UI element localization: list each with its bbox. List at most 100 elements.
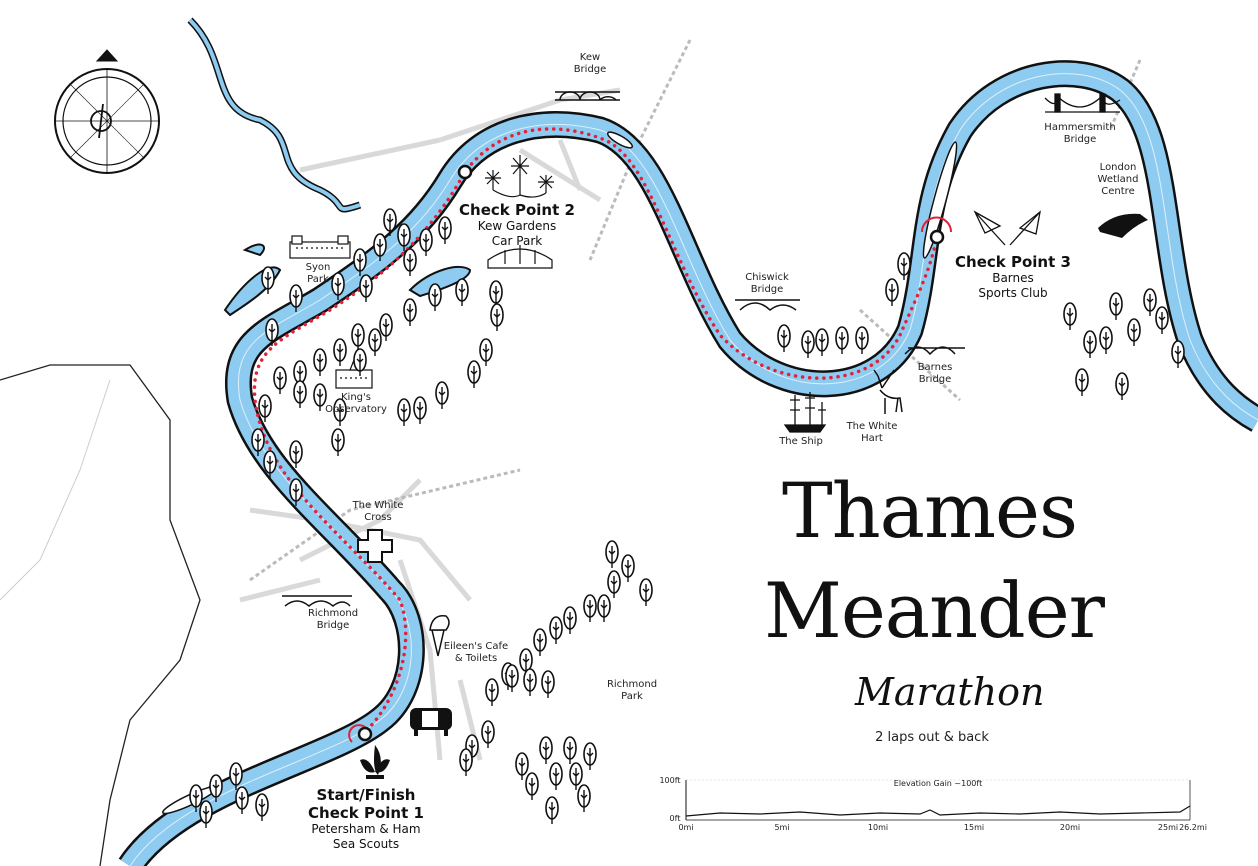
tree-icon [289, 478, 303, 506]
elevation-caption: Elevation Gain ~100ft [893, 779, 983, 788]
ship-icon [783, 392, 827, 433]
tree-icon [313, 348, 327, 376]
checkpoint-3-place-a: Barnes [992, 271, 1034, 285]
tree-icon [459, 748, 473, 776]
tree-icon [403, 248, 417, 276]
tree-icon [353, 348, 367, 376]
tree-icon [199, 800, 213, 828]
thames-outline [118, 60, 1258, 866]
checkpoint-2-place-b: Car Park [491, 234, 543, 248]
tree-icon [1115, 372, 1129, 400]
title-line-3: Marathon [855, 670, 1045, 714]
tree-icon [331, 272, 345, 300]
tree-icon [1063, 302, 1077, 330]
glasshouse-icon [487, 245, 553, 269]
tree-icon [413, 396, 427, 424]
otter-icon [1098, 213, 1148, 238]
tree-icon [251, 428, 265, 456]
turnaround-arrow-3 [921, 216, 952, 233]
tree-icon [379, 313, 393, 341]
tree-icon [583, 594, 597, 622]
elevation-xtick: 5mi [774, 823, 790, 832]
tree-icon [1075, 368, 1089, 396]
title-subtitle: 2 laps out & back [875, 730, 989, 745]
tree-icon [235, 786, 249, 814]
tributary-outline [187, 17, 362, 213]
checkpoint-2-place-a: Kew Gardens [477, 219, 557, 233]
tree-icon [515, 752, 529, 780]
tree-icon [525, 772, 539, 800]
tree-icon [1109, 292, 1123, 320]
checkpoint-1-marker[interactable] [357, 726, 373, 742]
richmond-bridge-icon [282, 595, 352, 607]
tree-icon [438, 216, 452, 244]
tree-icon [481, 720, 495, 748]
tree-icon [419, 228, 433, 256]
tree-icon [467, 360, 481, 388]
tree-icon [353, 248, 367, 276]
tree-icon [1143, 288, 1157, 316]
tree-icon [263, 450, 277, 478]
tree-icon [549, 762, 563, 790]
tree-icon [541, 670, 555, 698]
elevation-xtick: 20mi [1059, 823, 1081, 832]
tree-icon [428, 283, 442, 311]
tree-icon [1083, 330, 1097, 358]
chiswick-bridge-icon [735, 299, 800, 311]
tree-icon [359, 274, 373, 302]
tree-icon [333, 338, 347, 366]
tree-icon [479, 338, 493, 366]
checkpoint-1-label[interactable]: Start/Finish Check Point 1 Petersham & H… [308, 786, 424, 852]
tree-icon [897, 252, 911, 280]
elevation-xtick: 10mi [867, 823, 889, 832]
tree-icon [549, 616, 563, 644]
tree-icon [621, 554, 635, 582]
tree-icon [189, 784, 203, 812]
tree-icon [490, 303, 504, 331]
elevation-xtick: 25mi [1157, 823, 1179, 832]
elevation-xtick: 15mi [963, 823, 985, 832]
tree-icon [583, 742, 597, 770]
tree-icon [397, 223, 411, 251]
compass-icon [54, 49, 160, 174]
checkpoint-3-marker[interactable] [929, 229, 945, 245]
tree-icon [489, 280, 503, 308]
checkpoint-2-title: Check Point 2 [459, 201, 575, 219]
title-line-1: Thames [782, 466, 1078, 555]
elevation-xtick: 26.2mi [1179, 823, 1207, 832]
tree-icon [333, 398, 347, 426]
tree-icon [313, 383, 327, 411]
tree-icon [1099, 326, 1113, 354]
tree-icon [261, 266, 275, 294]
tree-icon [331, 428, 345, 456]
tree-icon [403, 298, 417, 326]
checkpoint-3-label[interactable]: Check Point 3 Barnes Sports Club [955, 253, 1071, 301]
marathon-route [252, 127, 939, 737]
checkpoint-1-title-b: Check Point 1 [308, 804, 424, 822]
checkpoint-2-marker[interactable] [457, 164, 473, 180]
tree-icon [533, 628, 547, 656]
tree-icon [351, 323, 365, 351]
tree-icon [639, 578, 653, 606]
elevation-xtick: 0mi [678, 823, 694, 832]
tree-icon [519, 648, 533, 676]
tree-icon [383, 208, 397, 236]
checkpoint-3-place-b: Sports Club [978, 286, 1048, 300]
tree-icon [255, 793, 269, 821]
tree-icon [607, 570, 621, 598]
tree-icon [563, 736, 577, 764]
tree-icon [605, 540, 619, 568]
checkpoint-2-label[interactable]: Check Point 2 Kew Gardens Car Park [459, 201, 575, 249]
syon-house-icon [289, 235, 351, 259]
tree-icon [229, 762, 243, 790]
checkpoint-3-title: Check Point 3 [955, 253, 1071, 271]
tree-icon [505, 664, 519, 692]
